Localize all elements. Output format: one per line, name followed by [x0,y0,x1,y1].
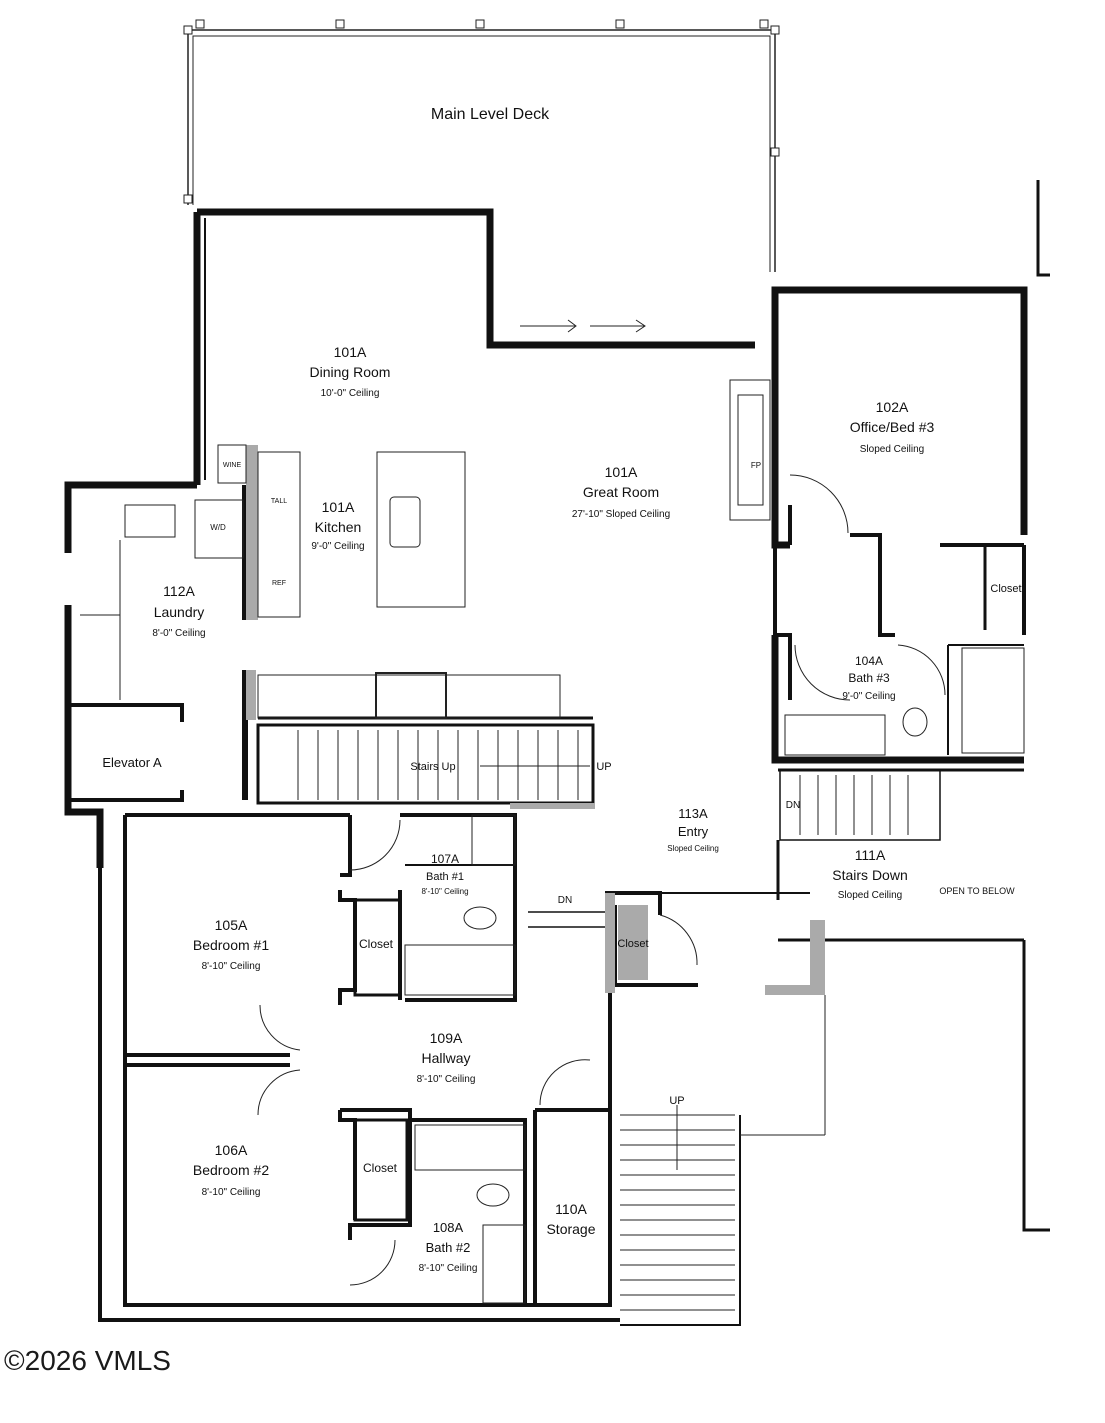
room-dining: 101A Dining Room 10'-0" Ceiling [310,344,391,399]
room-ceiling: 10'-0" Ceiling [321,388,380,399]
room-name: Office/Bed #3 [850,419,935,435]
room-id: 101A [605,464,638,480]
closet-label-office: Closet [990,583,1021,595]
dn-label-upper: DN [786,800,800,811]
room-entry: 113A Entry Sloped Ceiling [667,806,719,853]
room-bath2: 108A Bath #2 8'-10" Ceiling [419,1220,478,1274]
closet-label-entry: Closet [617,938,648,950]
room-id: 108A [433,1220,464,1235]
fixtures [80,319,1025,1304]
dn-label: DN [558,895,572,906]
room-ceiling: 9'-0" Ceiling [842,691,895,702]
stairs-up [297,730,590,800]
room-name: Entry [678,824,709,839]
room-storage: 110A Storage [546,1201,595,1237]
room-great: 101A Great Room 27'-10" Sloped Ceiling [572,464,670,520]
up-label: UP [596,761,611,773]
room-ceiling: 8'-10" Ceiling [202,961,261,972]
ref-label: REF [272,580,286,587]
room-bedroom2: 106A Bedroom #2 8'-10" Ceiling [193,1142,269,1198]
room-id: 101A [322,499,355,515]
stairs-up-label: Stairs Up [410,761,455,773]
room-id: 109A [430,1030,463,1046]
room-id: 102A [876,399,909,415]
room-ceiling: 8'-10" Ceiling [202,1187,261,1198]
fp-label: FP [751,461,761,470]
room-id: 110A [555,1201,587,1217]
room-name: Bedroom #2 [193,1162,269,1178]
room-bath3: 104A Bath #3 9'-0" Ceiling [842,654,895,702]
room-ceiling: 9'-0" Ceiling [311,541,364,552]
room-ceiling: 8'-0" Ceiling [152,628,205,639]
room-id: 104A [855,654,883,668]
room-name: Bath #1 [426,871,464,883]
room-ceiling: 27'-10" Sloped Ceiling [572,509,670,520]
closet-label-bed2: Closet [363,1161,398,1175]
room-hallway: 109A Hallway 8'-10" Ceiling [417,1030,476,1085]
grey-partitions [246,445,825,995]
up-label-lower: UP [669,1095,684,1107]
stairs-down [799,775,909,835]
room-id: 101A [334,344,367,360]
room-stairs-down: 111A Stairs Down Sloped Ceiling [832,847,907,901]
wine-label: WINE [223,462,242,469]
room-name: Dining Room [310,364,391,380]
room-ceiling: 8'-10" Ceiling [417,1074,476,1085]
wd-label: W/D [210,523,226,532]
room-id: 107A [431,852,459,866]
room-ceiling: 8'-10" Ceiling [421,887,468,896]
room-id: 105A [215,917,248,933]
room-bath1: 107A Bath #1 8'-10" Ceiling [421,852,468,896]
room-office: 102A Office/Bed #3 Sloped Ceiling [850,399,935,455]
room-name: Great Room [583,484,659,500]
door-swings [257,474,946,1286]
copyright-watermark: ©2026 VMLS [4,1345,171,1376]
room-name: Kitchen [315,519,362,535]
room-ceiling: Sloped Ceiling [667,844,719,853]
room-name: Laundry [154,604,205,620]
room-kitchen: 101A Kitchen 9'-0" Ceiling [311,499,364,552]
room-ceiling: Sloped Ceiling [838,890,903,901]
room-name: Storage [546,1221,595,1237]
interior-walls [68,218,1024,1305]
main-level-deck [183,19,780,272]
room-name: Stairs Down [832,867,907,883]
room-name: Hallway [421,1050,470,1066]
room-laundry: 112A Laundry 8'-0" Ceiling [152,583,205,639]
room-bedroom1: 105A Bedroom #1 8'-10" Ceiling [193,917,269,972]
room-ceiling: 8'-10" Ceiling [419,1263,478,1274]
room-name: Bath #3 [848,671,890,685]
room-id: 111A [855,847,886,863]
room-ceiling: Sloped Ceiling [860,444,925,455]
tall-label: TALL [271,498,287,505]
deck-label: Main Level Deck [431,106,550,123]
stairs-lower [620,995,826,1311]
closet-label-bed1: Closet [359,937,394,951]
room-name: Bath #2 [426,1240,471,1255]
room-name: Bedroom #1 [193,937,269,953]
room-id: 112A [163,583,195,599]
open-below-label: OPEN TO BELOW [939,886,1015,896]
room-id: 113A [678,806,708,821]
room-id: 106A [215,1142,248,1158]
elevator-label: Elevator A [102,755,162,770]
